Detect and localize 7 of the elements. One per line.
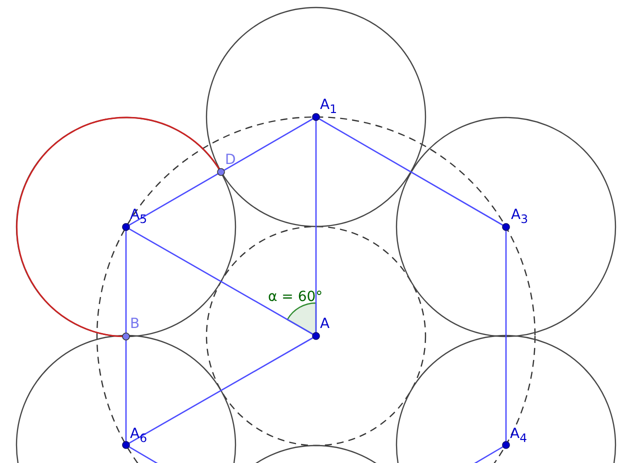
point-label: A$_{3}$ [511,207,528,227]
point-label: A [320,316,330,332]
point-label: A$_{6}$ [130,426,147,446]
point-label: B [130,316,140,332]
point-label: A$_{4}$ [510,426,527,446]
point-label: D [225,152,236,168]
point-label: A$_{1}$ [320,97,337,117]
